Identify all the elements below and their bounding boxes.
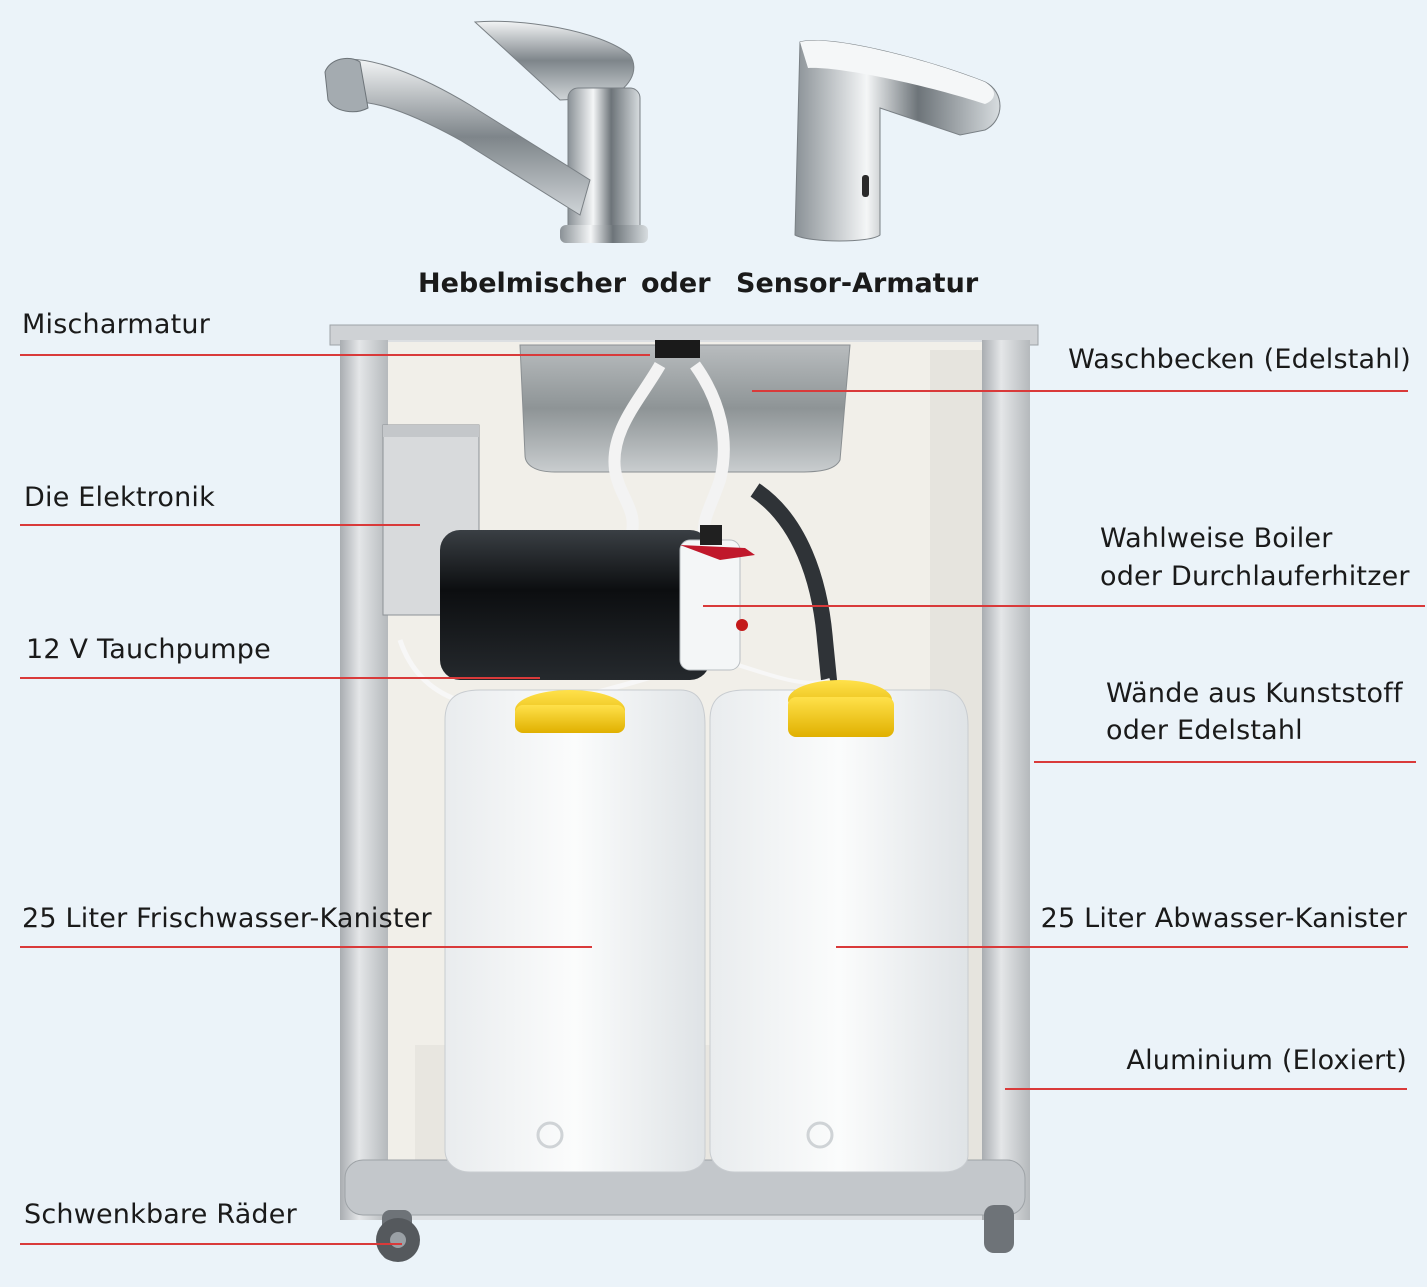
- fresh-water-canister: [444, 689, 706, 1173]
- or-label: oder: [641, 268, 711, 299]
- label-boiler-line2: oder Durchlauferhitzer: [1100, 561, 1410, 592]
- leader-line-boiler: [703, 605, 1425, 607]
- leader-line-abwasser: [836, 946, 1408, 948]
- waste-water-canister: [709, 680, 969, 1173]
- sensor-faucet-label: Sensor-Armatur: [736, 268, 979, 299]
- label-mischarmatur: Mischarmatur: [22, 309, 211, 340]
- boiler: [440, 525, 755, 680]
- leader-line-tauchpumpe: [20, 677, 540, 679]
- label-waende-line2: oder Edelstahl: [1106, 715, 1303, 746]
- leader-line-waschbecken: [752, 390, 1408, 392]
- leader-line-frischwasser: [20, 946, 592, 948]
- leader-line-raeder: [20, 1243, 402, 1245]
- label-aluminium: Aluminium (Eloxiert): [1126, 1045, 1407, 1076]
- lever-mixer-label: Hebelmischer: [418, 268, 627, 299]
- label-waschbecken: Waschbecken (Edelstahl): [1068, 344, 1411, 375]
- lever-mixer-faucet: [324, 20, 648, 243]
- leader-line-elektronik: [20, 524, 420, 526]
- label-abwasser: 25 Liter Abwasser-Kanister: [1040, 903, 1407, 934]
- label-tauchpumpe: 12 V Tauchpumpe: [26, 634, 271, 665]
- label-waende-line1: Wände aus Kunststoff: [1106, 678, 1403, 709]
- label-raeder: Schwenkbare Räder: [24, 1199, 297, 1230]
- label-boiler-line1: Wahlweise Boiler: [1100, 523, 1333, 554]
- leader-line-aluminium: [1005, 1088, 1407, 1090]
- label-elektronik: Die Elektronik: [24, 482, 215, 513]
- leader-line-mischarmatur: [20, 354, 650, 356]
- leader-line-waende: [1034, 761, 1416, 763]
- label-frischwasser: 25 Liter Frischwasser-Kanister: [22, 903, 432, 934]
- sensor-faucet: [794, 40, 1001, 242]
- steel-sink: [519, 340, 851, 473]
